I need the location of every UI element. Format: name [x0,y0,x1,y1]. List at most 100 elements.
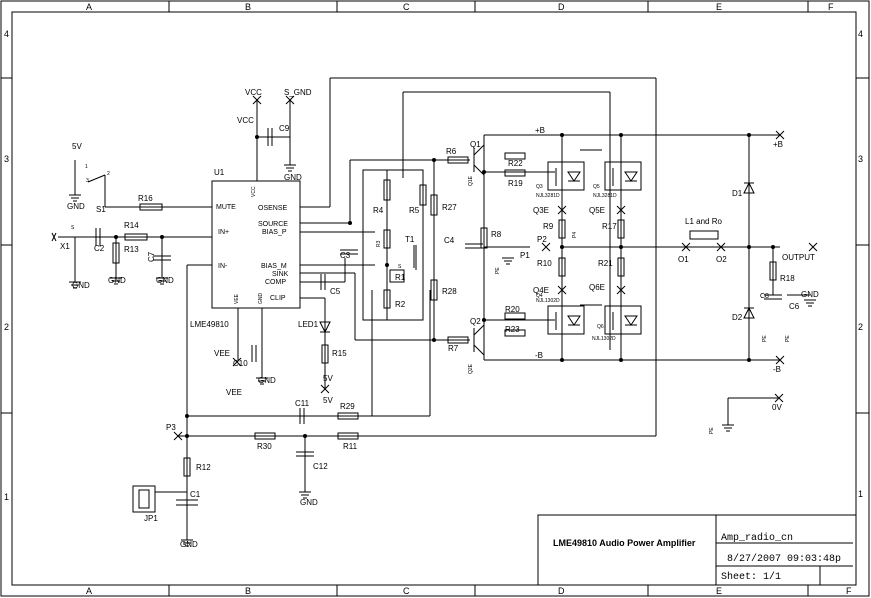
zero-v-label: 0V [772,403,782,412]
zone-row-3-right: 3 [858,154,863,164]
r23-label: R23 [505,325,520,334]
r17-label: R17 [602,222,617,231]
d2-label: D2 [732,313,743,322]
r11-label: R11 [343,442,358,451]
gnd-label-c1: GND [180,540,198,549]
gnd-label-u1: GND [258,376,276,385]
zone-labels: A B C D E F A B C D E F 4 3 2 1 4 3 2 1 [4,2,863,596]
zone-col-e-bottom: E [716,586,722,596]
zone-col-a-bottom: A [86,586,92,596]
u1-part: LME49810 [190,320,229,329]
sheet-number: Sheet: 1/1 [721,571,781,583]
gnd-label-x1: GND [72,281,90,290]
q5-label: Q5 [593,184,600,190]
c5-label: C5 [330,287,341,296]
vee-label: VEE [214,349,230,358]
r30-label: R30 [257,442,272,451]
zone-col-d-top: D [558,2,565,12]
c9-label: C9 [279,124,290,133]
zone-row-4-right: 4 [858,29,863,39]
r15-label: R15 [332,349,347,358]
q4-part: NJL1302D [536,298,560,304]
c4-label: C4 [444,236,455,245]
zone-row-2-left: 2 [4,322,9,332]
minus-b-right: -B [773,365,781,374]
r29-label: R29 [340,402,355,411]
s1-pin-2: 2 [107,171,110,177]
q4e-label: Q4E [533,286,549,295]
q1-label: Q1 [470,140,481,149]
s1-pin-1: 1 [85,164,88,170]
zone-col-c-bottom: C [403,586,410,596]
pin-in-minus: IN- [218,263,228,270]
q2-label: Q2 [470,317,481,326]
title-text: LME49810 Audio Power Amplifier [553,538,696,548]
zone-col-d-bottom: D [558,586,565,596]
r14-label: R14 [124,221,139,230]
q5e-label: Q5E [589,206,605,215]
q5-part: NJL3281D [593,193,617,199]
x1-pin-s: S [71,225,75,231]
d1-label: D1 [732,189,743,198]
l1-label: L1 and Ro [685,217,722,226]
pin-bias-m: BIAS_M [261,263,287,270]
c8-label: C8 [760,293,769,300]
pe-label-p1: PE [495,267,501,274]
zone-col-f-bottom: F [846,586,852,596]
c3-label: C3 [340,251,351,260]
zone-col-b-top: B [245,2,251,12]
r7-label: R7 [448,344,459,353]
zone-col-f-top: F [828,2,834,12]
p4-label: P4 [572,232,578,238]
r10-label: R10 [537,259,552,268]
s-gnd-label: S_GND [284,88,312,97]
gnd-label-c9: GND [284,173,302,182]
q4-label: Q4 [536,293,543,299]
r22-label: R22 [508,159,523,168]
output-label: OUTPUT [782,253,815,262]
p1-label: P1 [520,251,530,260]
resistor-bodies [112,152,777,477]
pin-osense: OSENSE [258,205,288,212]
r1-label: R1 [395,273,406,282]
u1-ref: U1 [214,168,225,177]
capacitor-plates [95,128,782,506]
junction-dots [114,133,775,438]
pin-vcc: VCC [251,186,257,197]
component-labels: VCC VCC S_GND C9 GND 5V 1 2 3 S1 GND R16… [60,88,819,549]
gnd-label-r13: GND [108,276,126,285]
o1-label: O1 [678,255,689,264]
c12-label: C12 [313,462,328,471]
active-devices [132,144,755,513]
led1-label: LED1 [298,320,319,329]
file-name: Amp_radio_cn [721,532,793,544]
minus-b-label: -B [535,351,543,360]
plus-b-right: +B [773,140,783,149]
chip-u1: U1 LME49810 VCC MUTE IN+ IN- OSENSE SOUR… [190,168,301,329]
jp1-label: JP1 [144,514,158,523]
r9-label: R9 [543,222,554,231]
five-v-led: 5V [323,374,333,383]
x1-label: X1 [60,242,70,251]
zone-col-a-top: A [86,2,92,12]
zone-row-1-left: 1 [4,492,9,502]
q1e-label: Q1E [468,175,474,186]
c7-label: C7 [147,251,156,262]
gnd-label-c7: GND [156,276,174,285]
r12-label: R12 [196,463,211,472]
r16-label: R16 [138,194,153,203]
r8-label: R8 [491,230,502,239]
r21-label: R21 [598,259,613,268]
t1-label: T1 [405,235,415,244]
s1-label: S1 [96,205,106,214]
r18-label: R18 [780,274,795,283]
zone-row-3-left: 3 [4,154,9,164]
gnd-label-output: GND [801,290,819,299]
five-v-led-2: 5V [323,396,333,405]
pe-label-c8: PE [762,335,768,342]
zone-row-4-left: 4 [4,29,9,39]
net-markers [51,95,818,441]
c2-label: C2 [94,244,105,253]
zone-col-e-top: E [716,2,722,12]
r19-label: R19 [508,179,523,188]
